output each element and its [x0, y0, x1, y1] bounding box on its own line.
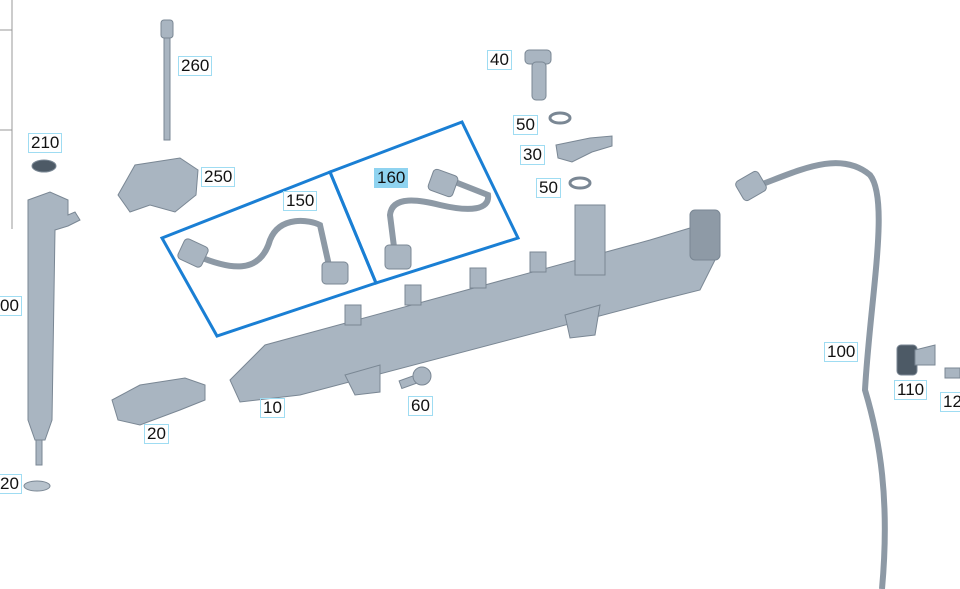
part-injector — [27, 191, 81, 466]
callout-160[interactable]: 160 — [374, 168, 409, 188]
callout-50[interactable]: 50 — [513, 115, 538, 135]
callout-110[interactable]: 110 — [894, 380, 928, 400]
callout-210[interactable]: 210 — [28, 133, 63, 153]
part-150-line — [193, 217, 333, 271]
part-50-washer — [548, 111, 572, 125]
callout-220[interactable]: 20 — [0, 474, 22, 494]
part-210-seal — [31, 159, 57, 173]
callout-40[interactable]: 40 — [487, 50, 512, 70]
part-30-fitting — [555, 135, 613, 163]
part-20-sensor — [111, 377, 206, 426]
part-100-pipe — [758, 160, 888, 589]
callout-20[interactable]: 20 — [144, 424, 169, 444]
part-160-line — [386, 177, 492, 256]
part-220-washer — [23, 480, 51, 492]
side-table-lines — [0, 0, 13, 229]
callout-250[interactable]: 250 — [201, 167, 236, 187]
part-60-bolt — [398, 366, 432, 390]
callout-30[interactable]: 30 — [520, 145, 545, 165]
selection-box-160 — [328, 120, 521, 285]
part-50-washer-2 — [568, 176, 592, 190]
callout-200[interactable]: 00 — [0, 296, 22, 316]
part-40-banjo-bolt — [524, 49, 552, 101]
part-250-clamp — [117, 157, 199, 213]
callout-120[interactable]: 12 — [940, 392, 960, 412]
callout-150[interactable]: 150 — [283, 191, 318, 211]
callout-260[interactable]: 260 — [178, 56, 213, 76]
part-260-bolt — [160, 19, 174, 141]
callout-60[interactable]: 60 — [408, 396, 433, 416]
part-120-bolt — [944, 367, 960, 379]
callout-50-second[interactable]: 50 — [536, 178, 561, 198]
selection-boxes — [159, 120, 521, 338]
callout-10[interactable]: 10 — [260, 398, 285, 418]
part-10-rail — [229, 204, 721, 403]
part-110-clip — [896, 344, 936, 376]
callout-100[interactable]: 100 — [824, 342, 859, 362]
